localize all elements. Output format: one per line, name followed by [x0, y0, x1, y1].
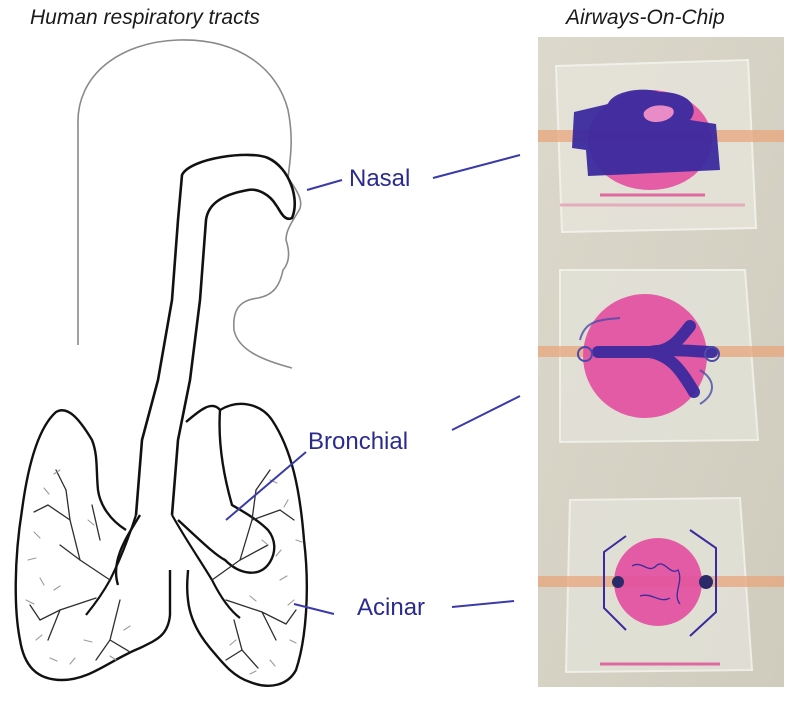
nasal-chip	[538, 58, 784, 234]
label-nasal: Nasal	[349, 165, 411, 192]
label-acinar: Acinar	[357, 594, 426, 621]
acinar-ticks	[25, 469, 303, 675]
label-bronchial: Bronchial	[308, 428, 409, 455]
left-panel-title: Human respiratory tracts	[30, 6, 260, 29]
nasal-callout-line-left	[306, 179, 343, 191]
acinar-chip	[538, 496, 784, 674]
right-bronchial-tree	[211, 469, 297, 669]
bronchial-callout-line-left	[225, 451, 307, 521]
acinar-callout-line-right	[451, 600, 515, 608]
left-lung-outline	[14, 409, 172, 682]
bronchial-callout-line-right	[451, 395, 521, 431]
nasal-callout-line-right	[432, 154, 521, 179]
main-bronchi	[85, 514, 241, 619]
airway-outline	[134, 153, 297, 516]
right-lung-outline	[177, 402, 309, 687]
head-outline	[77, 39, 302, 369]
bronchial-chip	[538, 269, 784, 444]
acinar-callout-line-left	[293, 603, 335, 615]
right-panel-title: Airways-On-Chip	[566, 6, 725, 29]
left-bronchial-tree	[29, 469, 131, 661]
